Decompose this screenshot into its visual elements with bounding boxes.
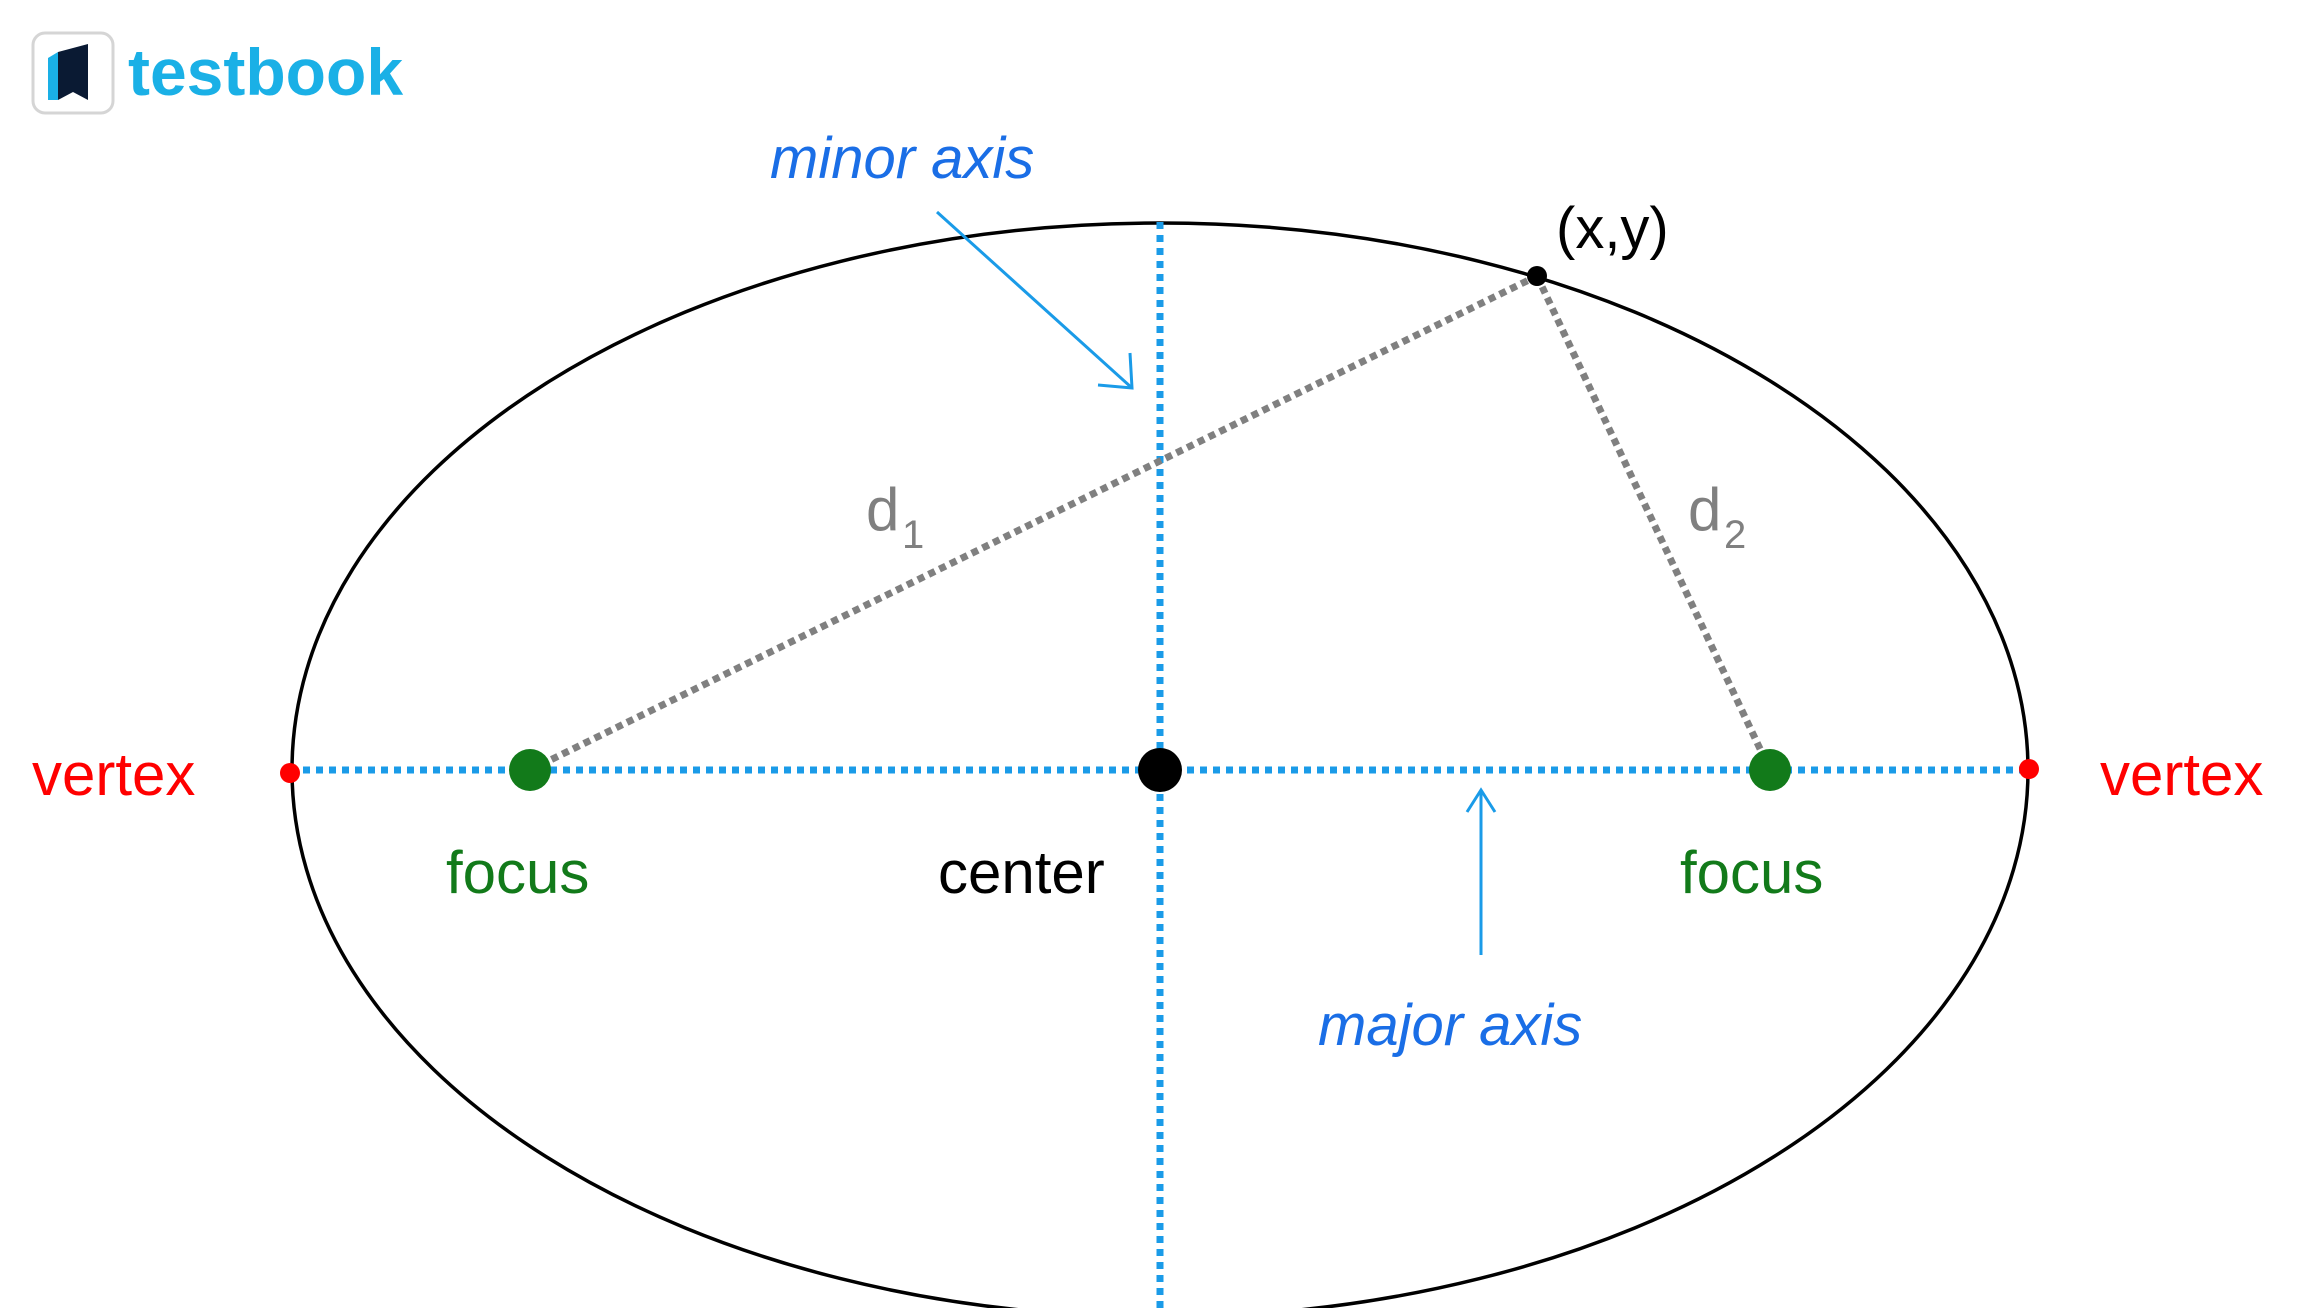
vertex-left-point bbox=[280, 763, 300, 783]
logo-wordmark: testbook bbox=[128, 35, 403, 109]
xy-point-label: (x,y) bbox=[1556, 196, 1669, 261]
testbook-logo: testbook bbox=[31, 31, 403, 115]
d2-label: d 2 bbox=[1688, 476, 1746, 557]
center-point bbox=[1138, 748, 1182, 792]
focus-left-point bbox=[509, 749, 551, 791]
d2-label-subscript: 2 bbox=[1724, 513, 1746, 557]
d1-distance-line bbox=[528, 272, 1539, 774]
d2-label-main: d bbox=[1688, 476, 1721, 543]
d1-label-subscript: 1 bbox=[902, 513, 924, 557]
vertex-right-label: vertex bbox=[2100, 741, 2263, 808]
logo-bookmark-light bbox=[48, 52, 58, 100]
major-axis-label: major axis bbox=[1318, 993, 1582, 1058]
minor-axis-label: minor axis bbox=[770, 126, 1034, 191]
center-label: center bbox=[938, 839, 1105, 906]
focus-right-point bbox=[1749, 749, 1791, 791]
vertex-right-point bbox=[2019, 759, 2039, 779]
major-axis-arrow bbox=[1465, 787, 1497, 955]
xy-point bbox=[1527, 266, 1547, 286]
focus-right-label: focus bbox=[1680, 839, 1823, 906]
focus-left-label: focus bbox=[446, 839, 589, 906]
logo-bookmark-dark bbox=[58, 44, 88, 100]
vertex-left-label: vertex bbox=[32, 741, 195, 808]
d1-label: d 1 bbox=[866, 476, 924, 557]
minor-axis-arrow bbox=[935, 210, 1134, 390]
d1-label-main: d bbox=[866, 476, 899, 543]
